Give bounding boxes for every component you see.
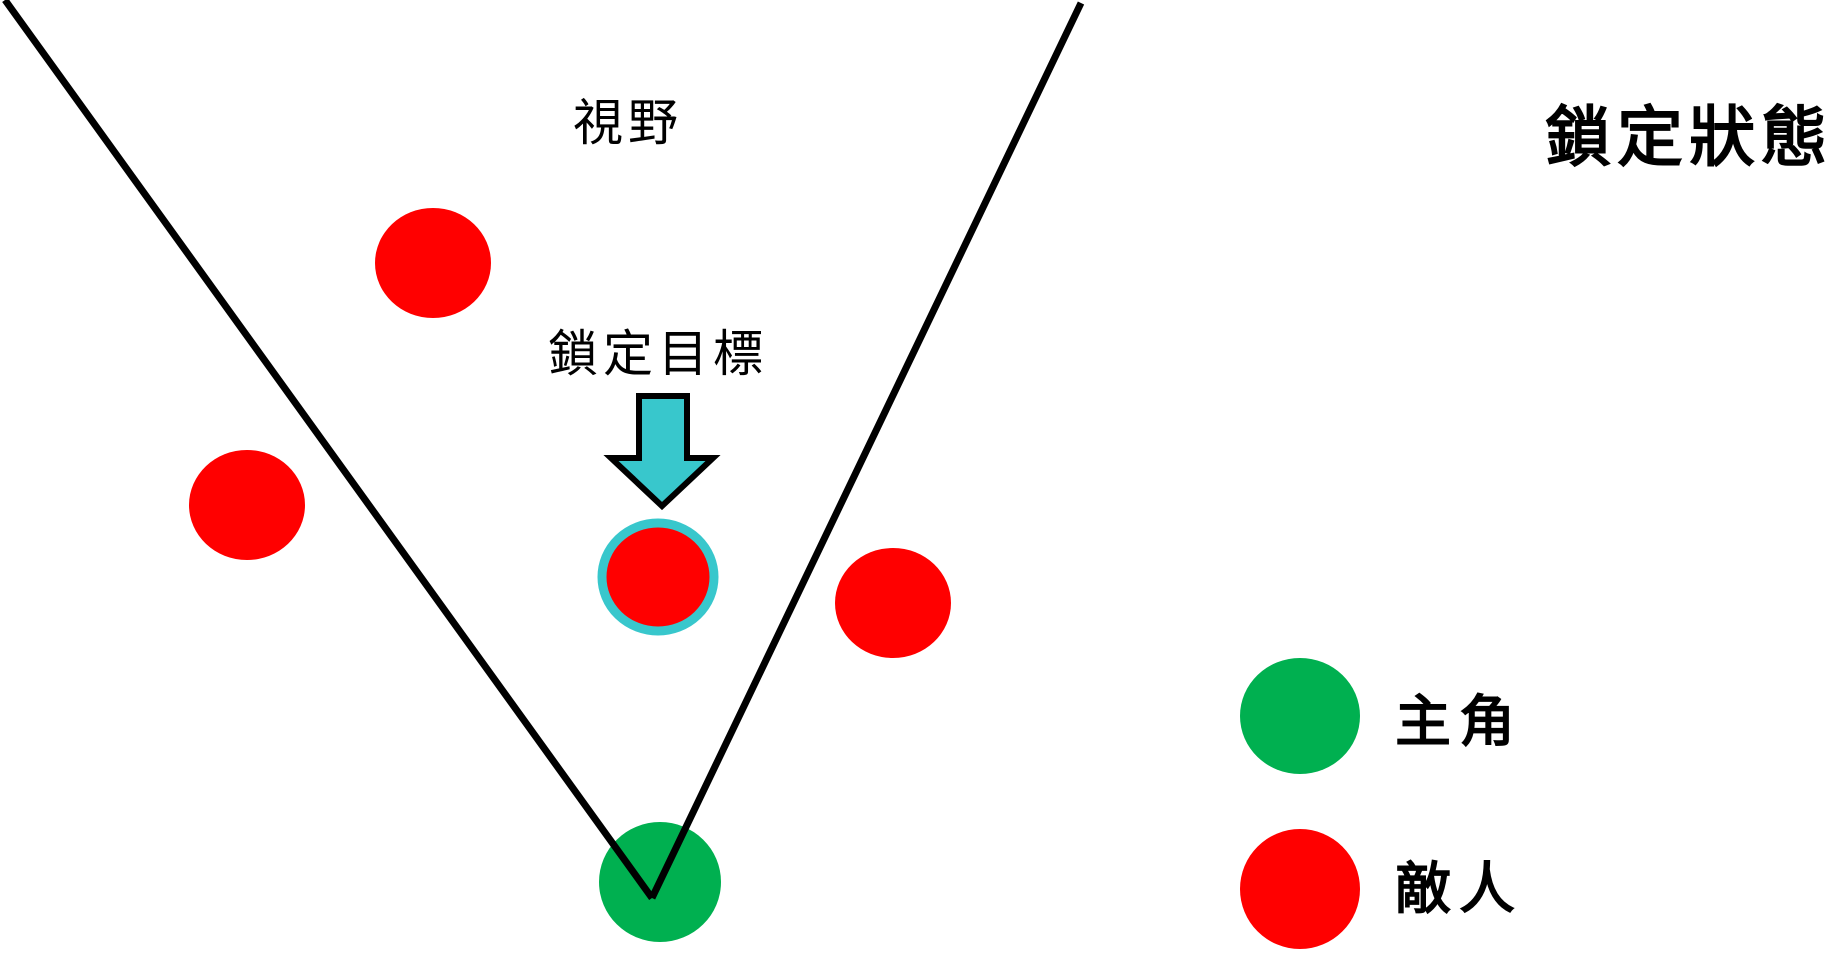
lock-target-label: 鎖定目標 (548, 326, 768, 382)
fov-label: 視野 (573, 95, 683, 151)
locked-enemy-circle (597, 518, 719, 636)
legend-player-label: 主角 (1395, 692, 1523, 754)
fov-line-left (2, 0, 655, 901)
lock-arrow-icon (603, 393, 721, 511)
legend-player-swatch (1240, 658, 1360, 774)
enemy-circle-right (835, 548, 951, 658)
enemy-circle-left (189, 450, 305, 560)
legend-enemy-label: 敵人 (1395, 859, 1523, 921)
enemy-circle-top (375, 208, 491, 318)
fov-line-right (648, 1, 1085, 900)
legend-enemy-swatch (1240, 829, 1360, 949)
page-title: 鎖定狀態 (1545, 102, 1833, 175)
